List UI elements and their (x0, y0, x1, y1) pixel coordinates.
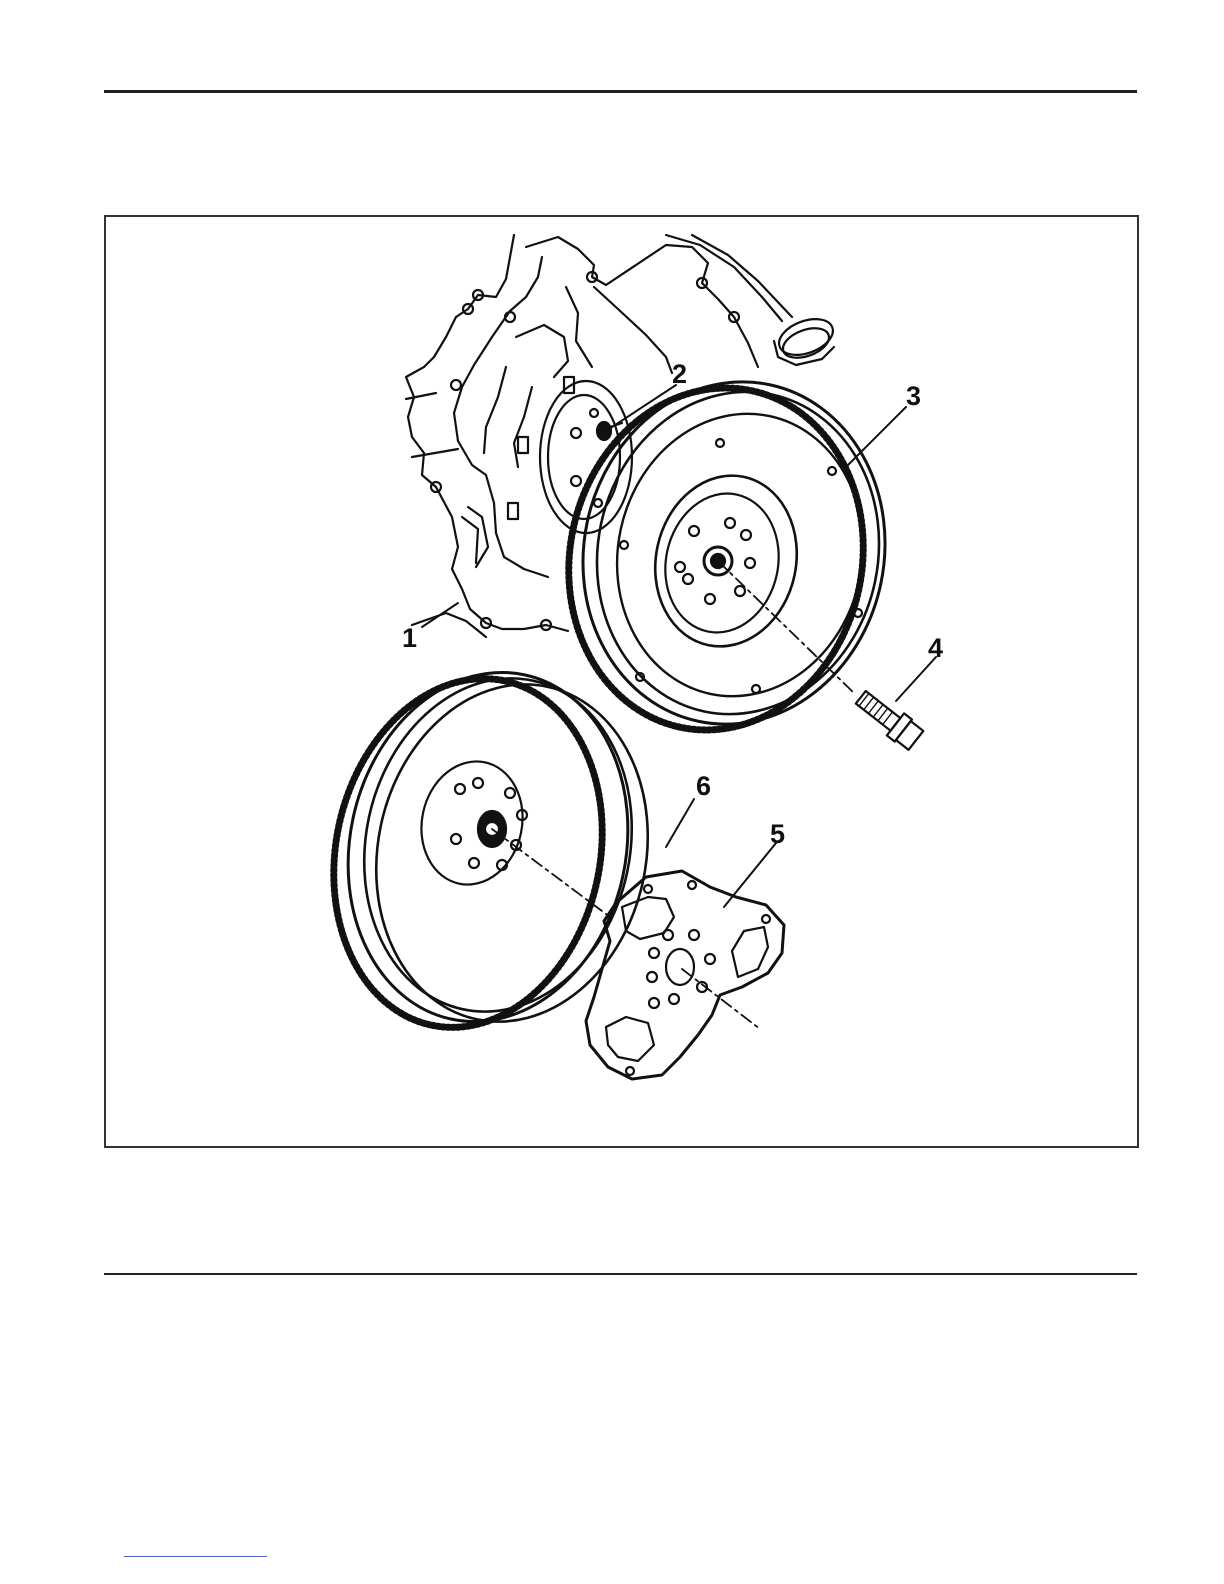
callout-6: 6 (696, 771, 711, 801)
callout-1: 1 (402, 623, 417, 653)
spacer-plate (586, 871, 784, 1079)
flywheel-bolt (852, 686, 924, 751)
callout-3: 3 (906, 381, 921, 411)
drive-plate (302, 646, 678, 1052)
flywheel (537, 354, 916, 758)
callout-2: 2 (672, 359, 687, 389)
spacer-axis (682, 969, 760, 1029)
callout-4: 4 (928, 633, 943, 663)
callout-5: 5 (770, 819, 785, 849)
drive-plate-axis (492, 829, 610, 917)
bottom-rule (104, 1273, 1137, 1275)
figure-frame: 1 2 3 4 5 6 (104, 215, 1139, 1148)
flywheel-exploded-diagram: 1 2 3 4 5 6 (106, 217, 1137, 1146)
top-rule (104, 90, 1137, 93)
footer-link-underline[interactable] (124, 1556, 267, 1557)
